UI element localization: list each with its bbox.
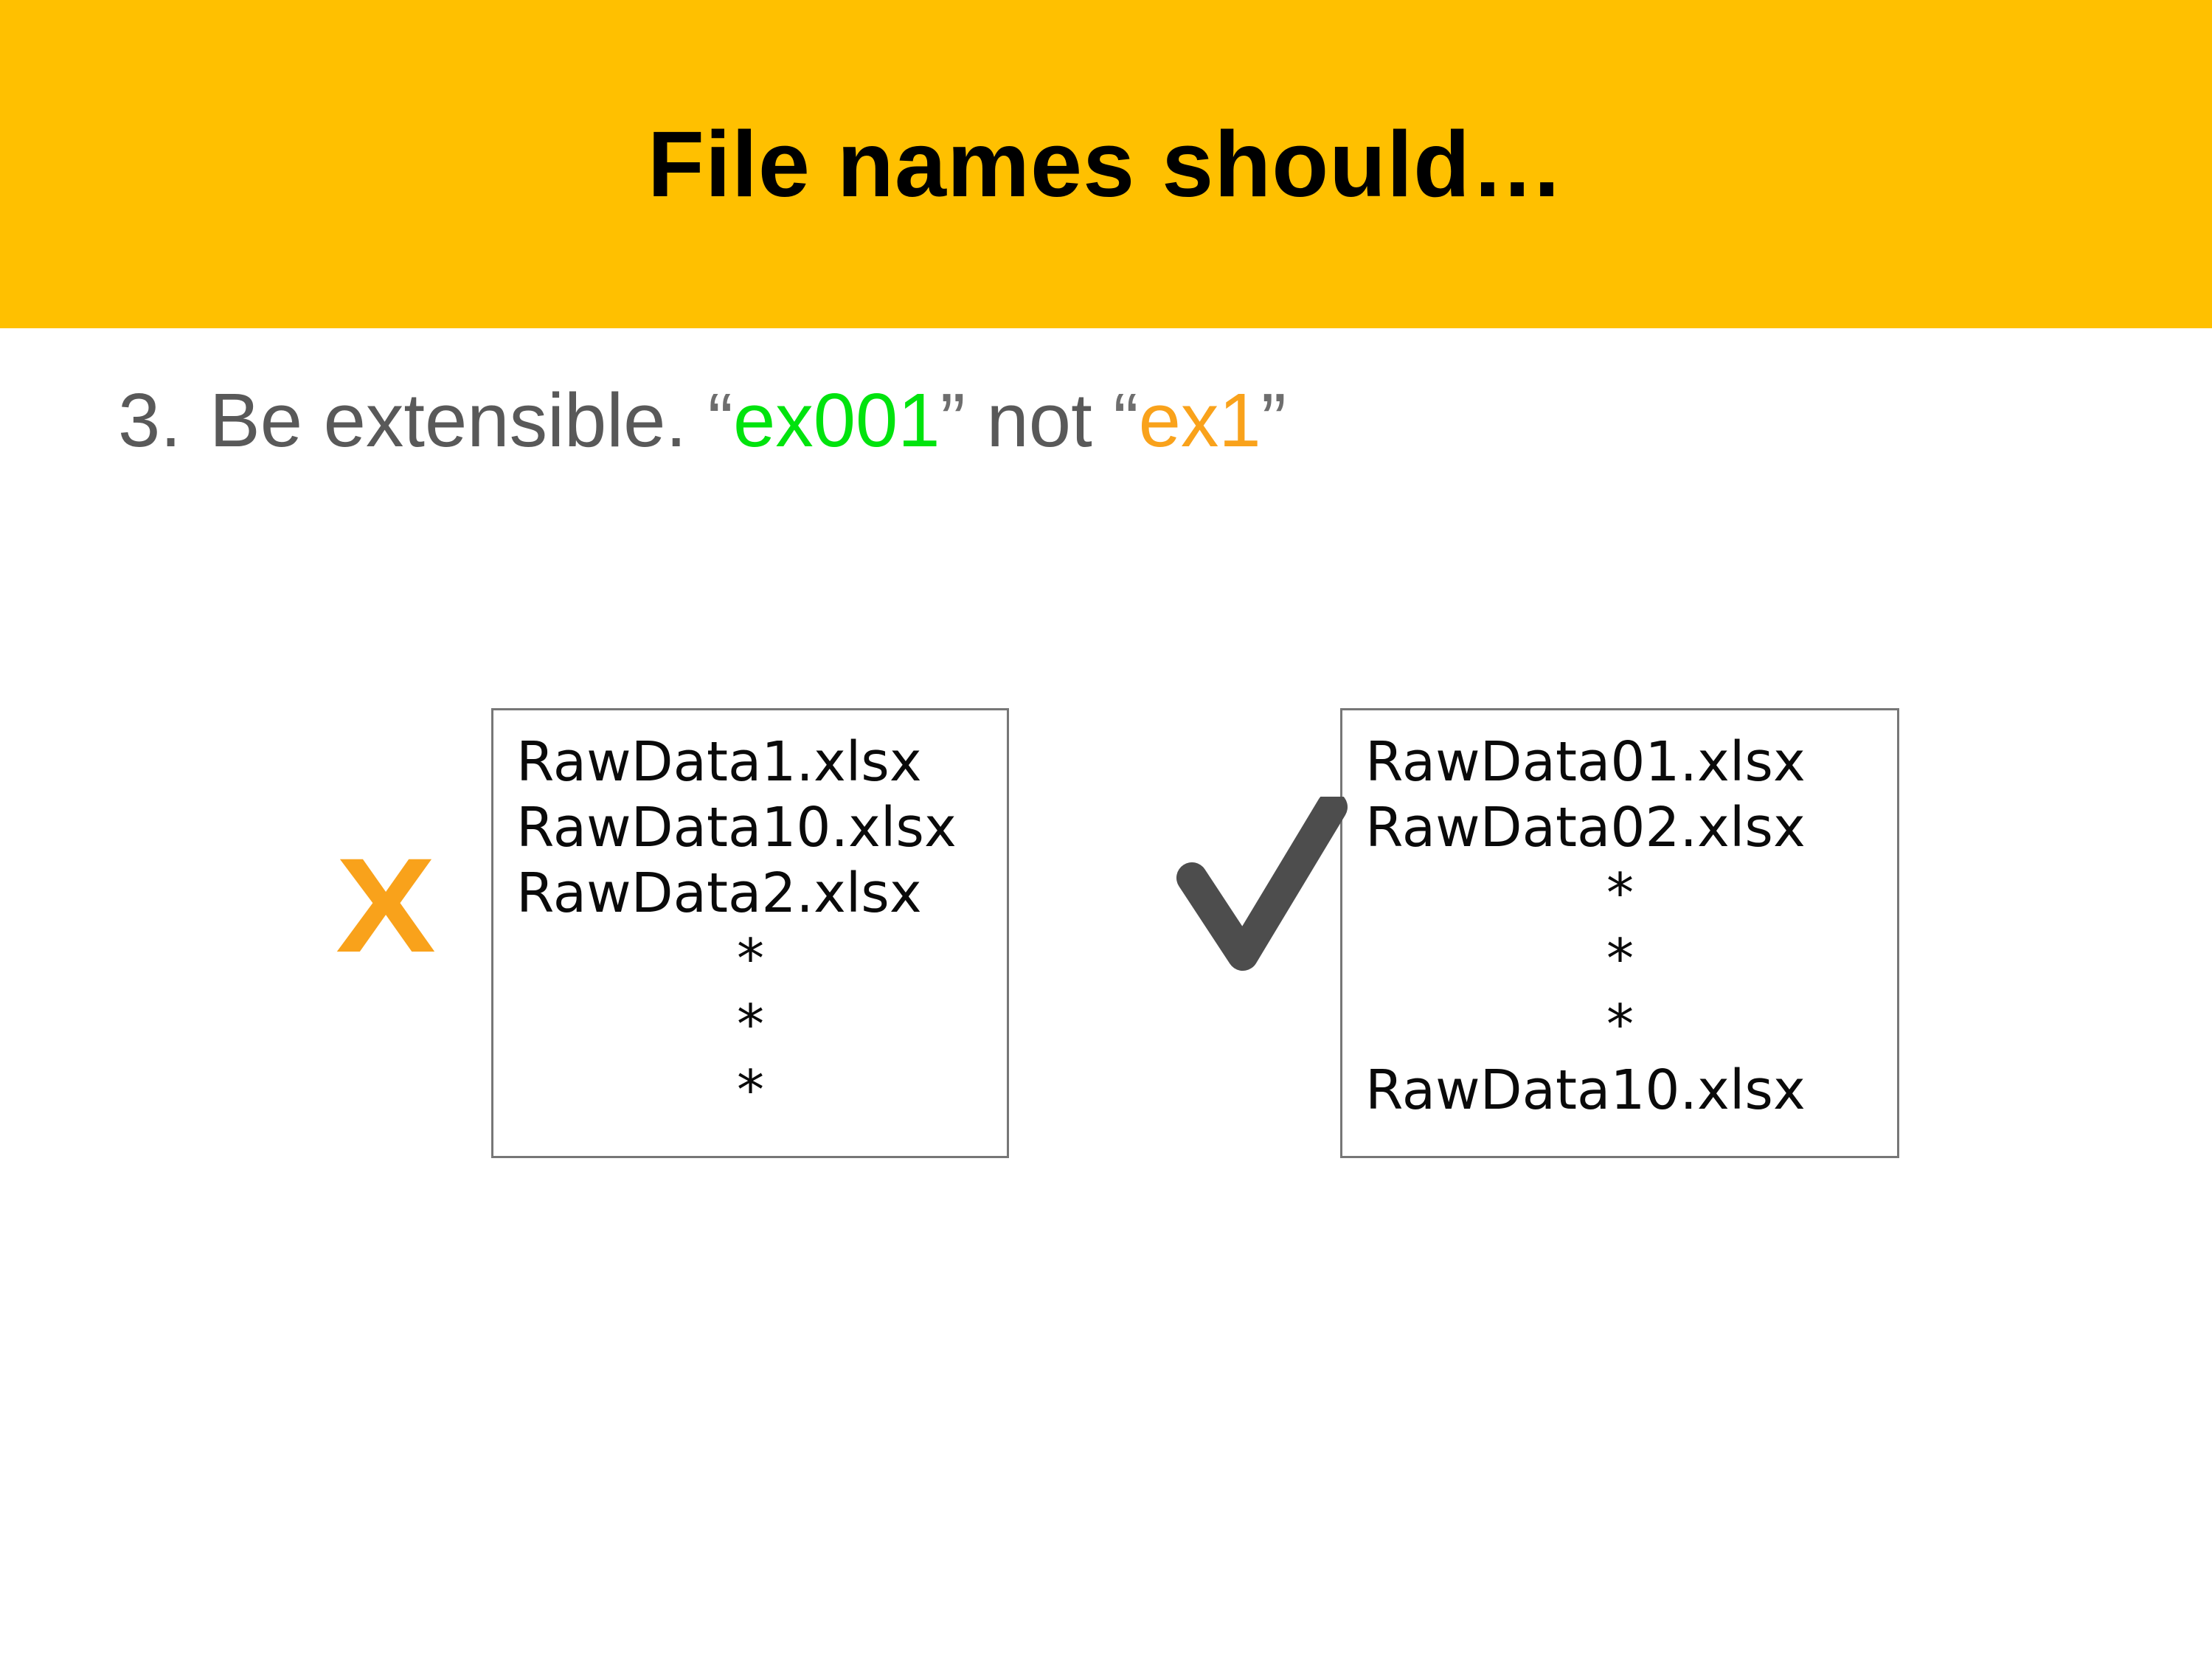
- file-list-item: RawData10.xlsx: [516, 796, 957, 859]
- ellipsis-row: *: [737, 993, 764, 1056]
- bad-filenames-box: RawData1.xlsx RawData10.xlsx RawData2.xl…: [491, 708, 1009, 1158]
- text-segment: Be extensible.: [209, 378, 708, 463]
- item-text: Be extensible. “ex001” not “ex1”: [209, 378, 1286, 463]
- file-list-item: RawData02.xlsx: [1365, 796, 1806, 859]
- bad-example-text: ex1: [1138, 378, 1261, 463]
- ellipsis-row: *: [737, 927, 764, 991]
- open-quote: “: [707, 378, 733, 463]
- slide-title: File names should…: [647, 112, 1565, 216]
- file-list-item: RawData01.xlsx: [1365, 730, 1806, 794]
- file-list-item: RawData2.xlsx: [516, 862, 922, 925]
- text-segment: not: [965, 378, 1114, 463]
- file-list-item: RawData10.xlsx: [1365, 1059, 1806, 1122]
- ellipsis-row: *: [1606, 927, 1634, 991]
- ellipsis-row: *: [1606, 862, 1634, 925]
- numbered-item: 3.Be extensible. “ex001” not “ex1”: [118, 382, 1286, 458]
- close-quote: ”: [1261, 378, 1287, 463]
- ellipsis-row: *: [1606, 993, 1634, 1056]
- item-number: 3.: [118, 378, 181, 463]
- file-list-item: RawData1.xlsx: [516, 730, 922, 794]
- checkmark-icon: [1176, 797, 1348, 971]
- close-quote: ”: [940, 378, 965, 463]
- good-example-text: ex001: [732, 378, 940, 463]
- good-filenames-box: RawData01.xlsx RawData02.xlsx * * * RawD…: [1340, 708, 1899, 1158]
- open-quote: “: [1113, 378, 1139, 463]
- ellipsis-row: *: [737, 1059, 764, 1122]
- x-mark-icon: X: [336, 830, 436, 980]
- title-banner: File names should…: [0, 0, 2212, 328]
